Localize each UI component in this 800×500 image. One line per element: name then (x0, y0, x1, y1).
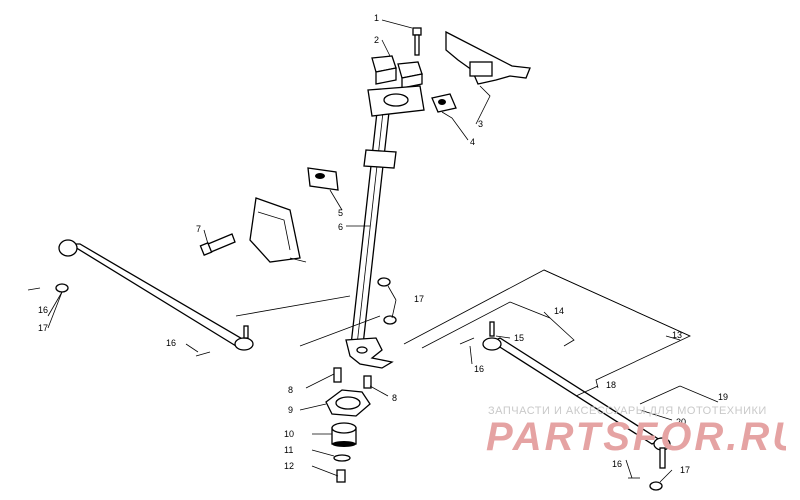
callout-17-left: 17 (38, 323, 48, 333)
watermark-logo: PARTSFOR.RU (486, 416, 786, 456)
flange-bearing (325, 389, 371, 417)
callout-11: 11 (284, 445, 293, 455)
callout-18: 18 (606, 380, 616, 390)
callout-17-center: 17 (414, 294, 424, 304)
callout-16-right: 16 (474, 364, 484, 374)
cap-screw (412, 27, 422, 56)
bushing-lower (331, 422, 357, 447)
callout-3: 3 (478, 119, 483, 129)
cap-screw-lower (336, 469, 346, 483)
callout-6: 6 (338, 222, 343, 232)
leader-lines (47, 19, 719, 483)
callout-7: 7 (196, 224, 201, 234)
callout-19: 19 (718, 392, 728, 402)
callout-15: 15 (514, 333, 524, 343)
callout-5: 5 (338, 208, 343, 218)
callout-16-bottom: 16 (612, 459, 622, 469)
handlebar-bracket (445, 30, 531, 85)
callout-1: 1 (374, 13, 379, 23)
callout-labels: 1 2 3 4 5 6 7 8 8 9 10 11 12 13 14 15 16… (38, 13, 728, 475)
callout-14: 14 (554, 306, 564, 316)
callout-13: 13 (672, 330, 682, 340)
hex-screws (333, 367, 372, 389)
mounting-bracket (249, 197, 307, 263)
callout-9: 9 (288, 405, 293, 415)
callout-16-center: 16 (166, 338, 176, 348)
washer (333, 454, 351, 462)
steering-post (350, 111, 390, 346)
callout-10: 10 (284, 429, 294, 439)
bolt (199, 233, 236, 256)
bushing-retainer (367, 85, 425, 117)
callout-2: 2 (374, 35, 379, 45)
callout-8-right: 8 (392, 393, 397, 403)
post-collar (363, 149, 397, 169)
callout-20: 20 (676, 417, 686, 427)
callout-16-left: 16 (38, 305, 48, 315)
clamp-block-left (307, 167, 339, 191)
callout-8-left: 8 (288, 385, 293, 395)
steering-arm (345, 337, 394, 369)
tie-rod-right (482, 321, 671, 491)
watermark-tagline: ЗАПЧАСТИ И АКСЕССУАРЫ ДЛЯ МОТОТЕХНИКИ (488, 405, 767, 417)
clamp-block-right (431, 93, 457, 113)
cotter-pins (27, 287, 640, 479)
watermark-brand: PARTSFOR.RU (486, 416, 786, 456)
callout-12: 12 (284, 461, 294, 471)
upper-bushing-halves (371, 55, 423, 89)
lock-nut-upper (377, 277, 397, 325)
callout-17-right: 17 (680, 465, 690, 475)
callout-4: 4 (470, 137, 475, 147)
tie-rod-left (55, 239, 254, 351)
